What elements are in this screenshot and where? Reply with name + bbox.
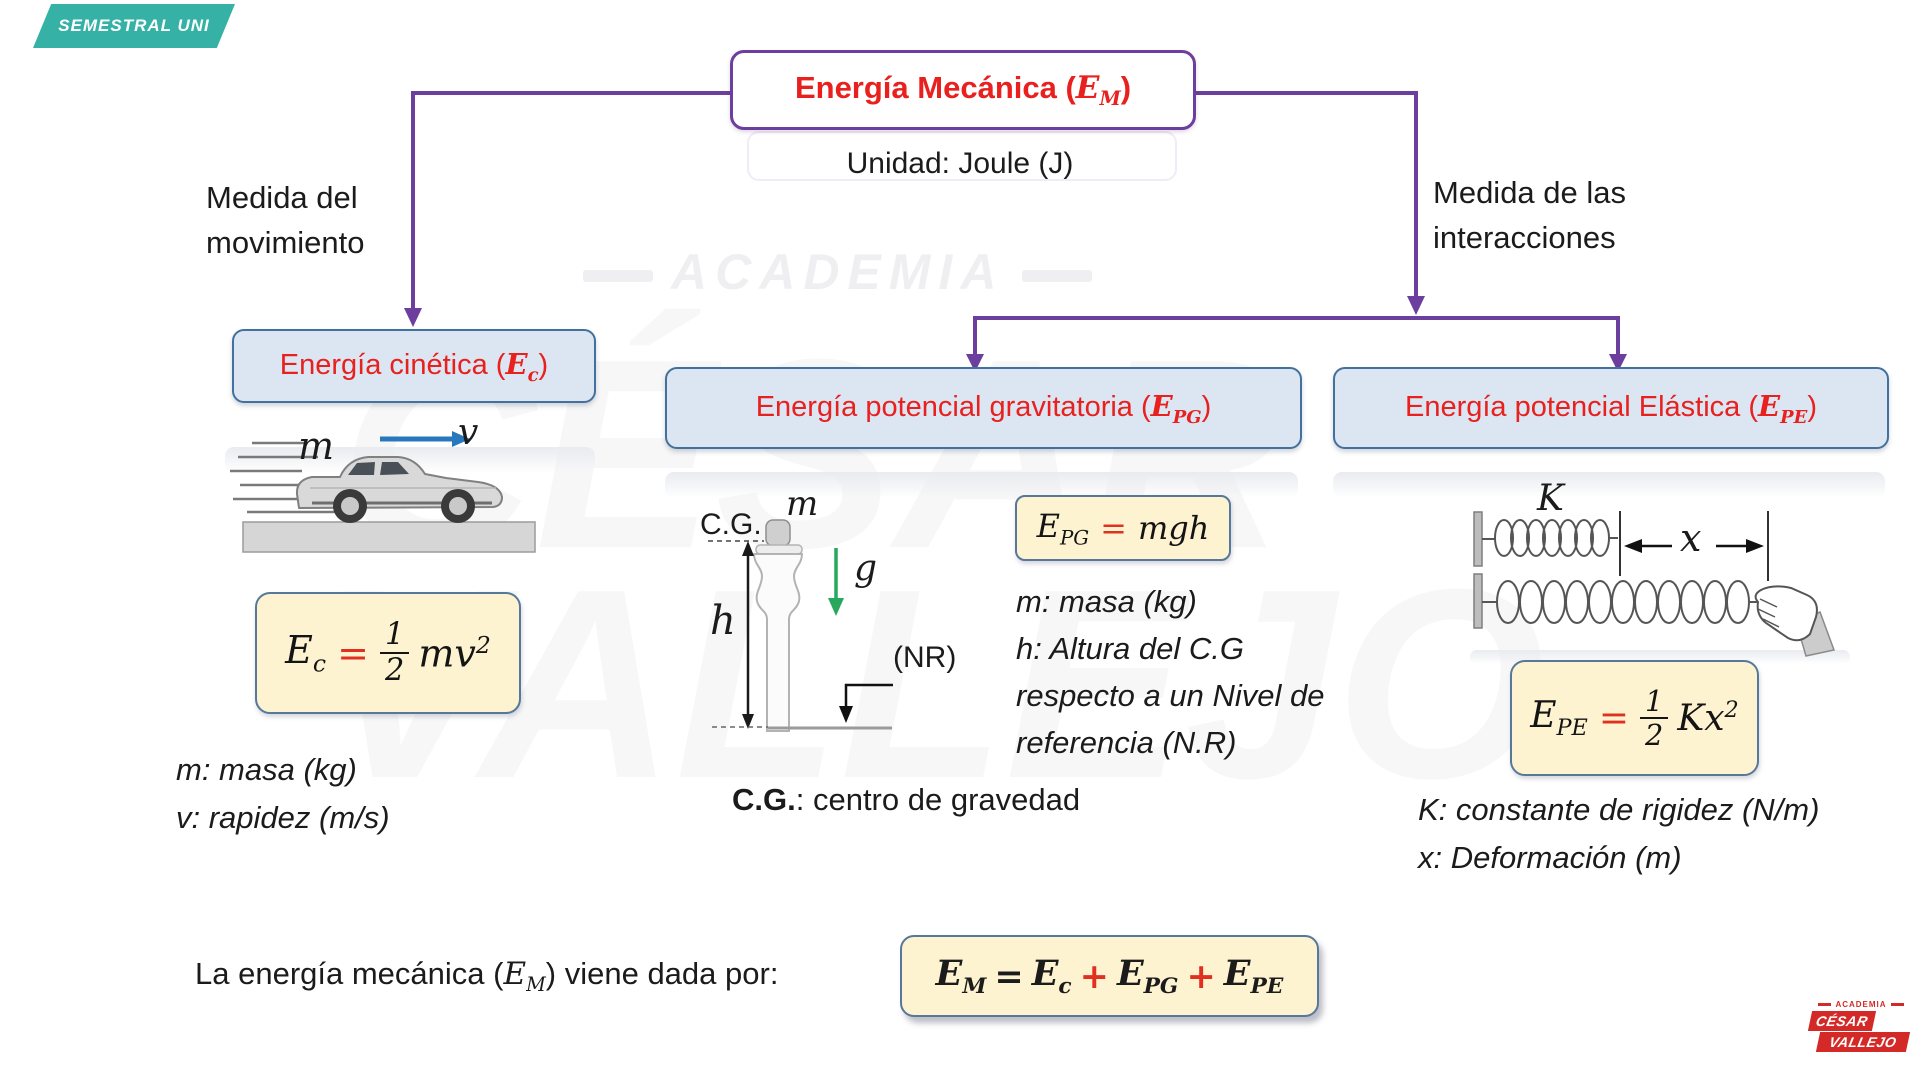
arrowhead-mid — [1407, 296, 1425, 315]
cg-figure — [708, 519, 893, 732]
car-front-window — [380, 462, 409, 475]
nr-arrow-icon — [844, 683, 893, 708]
kinetic-definitions: m: masa (kg) v: rapidez (m/s) — [176, 752, 390, 835]
stiffness-label: K — [1537, 478, 1564, 519]
deformation-label: x — [1680, 516, 1702, 560]
mass-label-kinetic: m — [298, 424, 335, 468]
connector-left — [411, 91, 732, 310]
reflection-band — [665, 472, 1298, 498]
branch-bar — [973, 316, 1620, 356]
watermark-bar — [583, 269, 653, 282]
logo-vallejo: VALLEJO — [1815, 1032, 1911, 1052]
right-branch-label: Medida de las interacciones — [1433, 175, 1627, 255]
gravity-label: g — [854, 548, 878, 589]
badge-label: SEMESTRAL UNI — [58, 16, 210, 35]
ground — [242, 521, 536, 553]
arrowhead-elastic — [1609, 354, 1627, 372]
nr-label: (NR) — [893, 641, 957, 674]
pedestal-cap — [755, 544, 803, 555]
mass-label-grav: m — [786, 484, 819, 524]
elastic-energy-node: Energía potencial Elástica (EPE) — [1333, 367, 1889, 449]
left-branch-label: Medida del movimiento — [206, 180, 365, 260]
watermark-bar — [1022, 269, 1093, 282]
root-title: Energía Mecánica (EM) — [794, 69, 1132, 111]
spring-stretched — [1482, 580, 1762, 624]
height-label: h — [710, 598, 736, 644]
wall-top — [1473, 511, 1483, 567]
hand-icon — [1754, 585, 1836, 657]
arrowhead-left — [404, 308, 422, 327]
mechanical-energy-formula-box: EM = Ec + EPG + EPE — [900, 935, 1319, 1017]
pedestal — [752, 553, 804, 732]
elastic-definitions: K: constante de rigidez (N/m) x: Deforma… — [1418, 792, 1820, 875]
spring-relaxed — [1482, 519, 1618, 557]
footer-sentence: La energía mecánica (EM) viene dada por: — [195, 956, 779, 997]
reflection-band — [1333, 472, 1885, 498]
mechanical-energy-node: Energía Mecánica (EM) — [730, 50, 1196, 130]
logo-cesar: CÉSAR — [1807, 1011, 1877, 1031]
arrowhead-grav — [966, 354, 984, 372]
deformation-arrow-icon — [1624, 539, 1764, 553]
kinetic-energy-node: Energía cinética (Ec) — [232, 329, 596, 403]
spring-illustration — [1473, 511, 1836, 657]
car-illustration — [230, 431, 536, 553]
unit-label: Unidad: Joule (J) — [846, 147, 1074, 180]
title-reflection — [747, 131, 1177, 181]
gravitational-formula-box: EPG = mgh — [1015, 495, 1231, 561]
velocity-label: v — [458, 412, 479, 453]
wall-bottom — [1473, 573, 1483, 629]
cesar-vallejo-logo: ACADEMIA CÉSAR VALLEJO — [1798, 1000, 1918, 1052]
cg-label: C.G. — [700, 508, 762, 541]
academia-watermark: ACADEMIA — [565, 243, 1110, 301]
cg-caption: C.G.: centro de gravedad — [732, 782, 1081, 817]
connector-right — [1188, 91, 1418, 298]
gravitational-definitions: m: masa (kg) h: Altura del C.G respecto … — [1016, 584, 1325, 760]
semestral-uni-badge: SEMESTRAL UNI — [33, 4, 235, 48]
gravitational-energy-node: Energía potencial gravitatoria (EPG) — [665, 367, 1302, 449]
car-rear-window — [348, 462, 375, 475]
